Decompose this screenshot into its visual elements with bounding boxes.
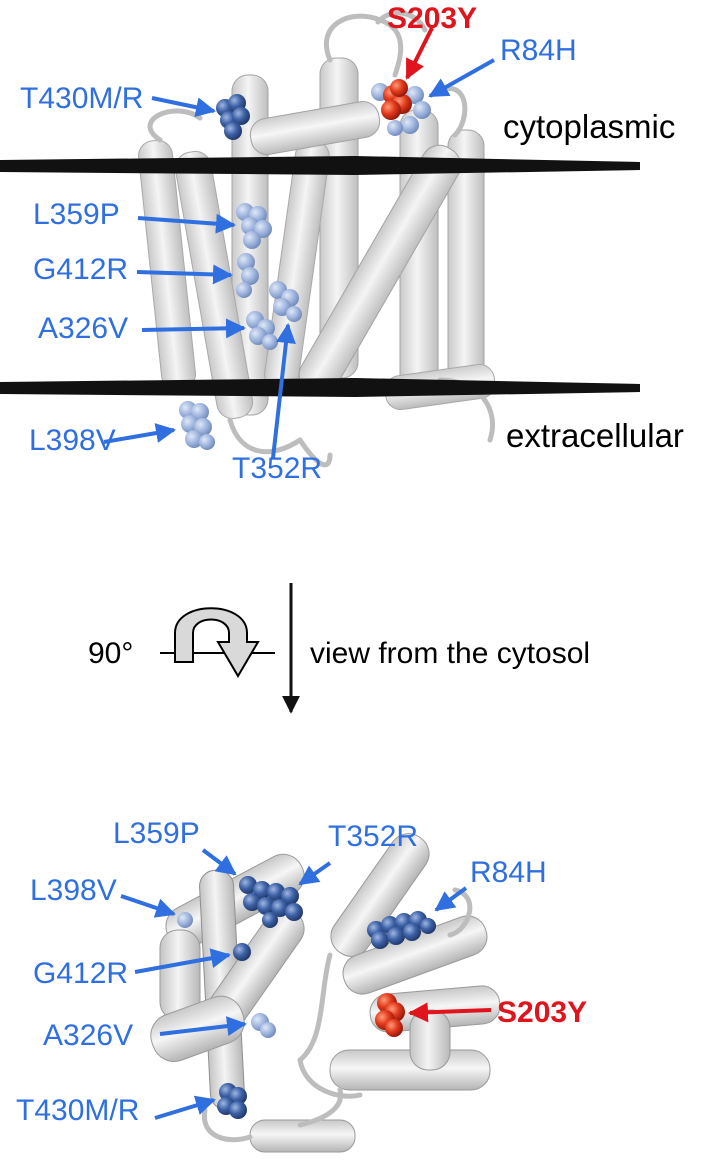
bottom-sphere-t430 [217, 1083, 247, 1119]
top-sphere-s203 [381, 79, 412, 120]
bottom-panel: L359P T352R R84H L398V G412R A326V S203Y… [16, 817, 587, 1153]
arrow-l359-bottom [201, 848, 237, 876]
top-labels: T430M/R S203Y R84H L359P G412R A326V L39… [20, 2, 684, 485]
label-t352-top: T352R [232, 452, 322, 485]
label-s203-top: S203Y [387, 2, 477, 35]
arrow-a326 [141, 318, 246, 339]
arrow-t430-bottom [154, 1095, 216, 1120]
label-r84-bottom: R84H [470, 856, 547, 889]
label-a326-bottom: A326V [43, 1019, 133, 1052]
arrow-t430 [151, 96, 216, 118]
extracellular-membrane [0, 378, 640, 397]
top-sphere-l398 [179, 401, 215, 450]
label-s203-bottom: S203Y [497, 996, 587, 1029]
arrow-t352-bottom [298, 861, 332, 886]
arrow-l398 [103, 423, 176, 444]
label-t352-bottom: T352R [328, 820, 418, 853]
bottom-sphere-s203 [375, 993, 405, 1037]
top-sphere-t352 [269, 281, 302, 322]
top-arrows [103, 27, 495, 459]
arrow-r84-bottom [434, 886, 468, 912]
top-sphere-t430 [216, 94, 250, 140]
rotation-caption: view from the cytosol [310, 637, 590, 670]
bottom-sphere-r84 [367, 911, 436, 949]
top-sphere-l359 [236, 203, 272, 249]
bottom-labels: L359P T352R R84H L398V G412R A326V S203Y… [16, 817, 587, 1127]
label-g412-bottom: G412R [33, 957, 128, 990]
label-l359-top: L359P [33, 198, 120, 231]
label-t430-top: T430M/R [20, 82, 143, 115]
arrow-s203-bottom [408, 1002, 492, 1023]
cytoplasmic-membrane [0, 156, 640, 175]
bottom-sphere-a326 [251, 1013, 276, 1038]
bottom-arrows [120, 848, 492, 1120]
label-a326-top: A326V [38, 312, 128, 345]
arrow-l398-bottom [120, 894, 176, 918]
bottom-sphere-l359-t352 [239, 876, 303, 928]
arrow-a326-bottom [159, 1016, 247, 1037]
extracellular-label: extracellular [506, 417, 684, 454]
label-l359-bottom: L359P [113, 817, 200, 850]
label-t430-bottom: T430M/R [16, 1094, 139, 1127]
top-panel: T430M/R S203Y R84H L359P G412R A326V L39… [0, 2, 684, 485]
arrow-l359 [137, 213, 236, 234]
rotation-arrow-icon [160, 607, 275, 678]
rotation-indicator: 90° view from the cytosol [88, 583, 590, 714]
rotation-angle: 90° [88, 637, 133, 670]
label-g412-top: G412R [33, 253, 128, 286]
bottom-sphere-l398 [177, 912, 193, 928]
cytoplasmic-label: cytoplasmic [503, 108, 675, 145]
top-sphere-g412 [236, 253, 259, 298]
arrow-g412-bottom [134, 948, 231, 974]
label-l398-top: L398V [29, 424, 116, 457]
arrow-r84 [428, 58, 495, 98]
bottom-sphere-g412 [233, 943, 251, 961]
arrow-t352 [271, 323, 296, 459]
label-l398-bottom: L398V [30, 874, 117, 907]
top-sphere-a326 [246, 311, 278, 350]
label-r84-top: R84H [500, 34, 577, 67]
arrow-s203 [405, 27, 434, 80]
arrow-g412 [136, 264, 233, 285]
